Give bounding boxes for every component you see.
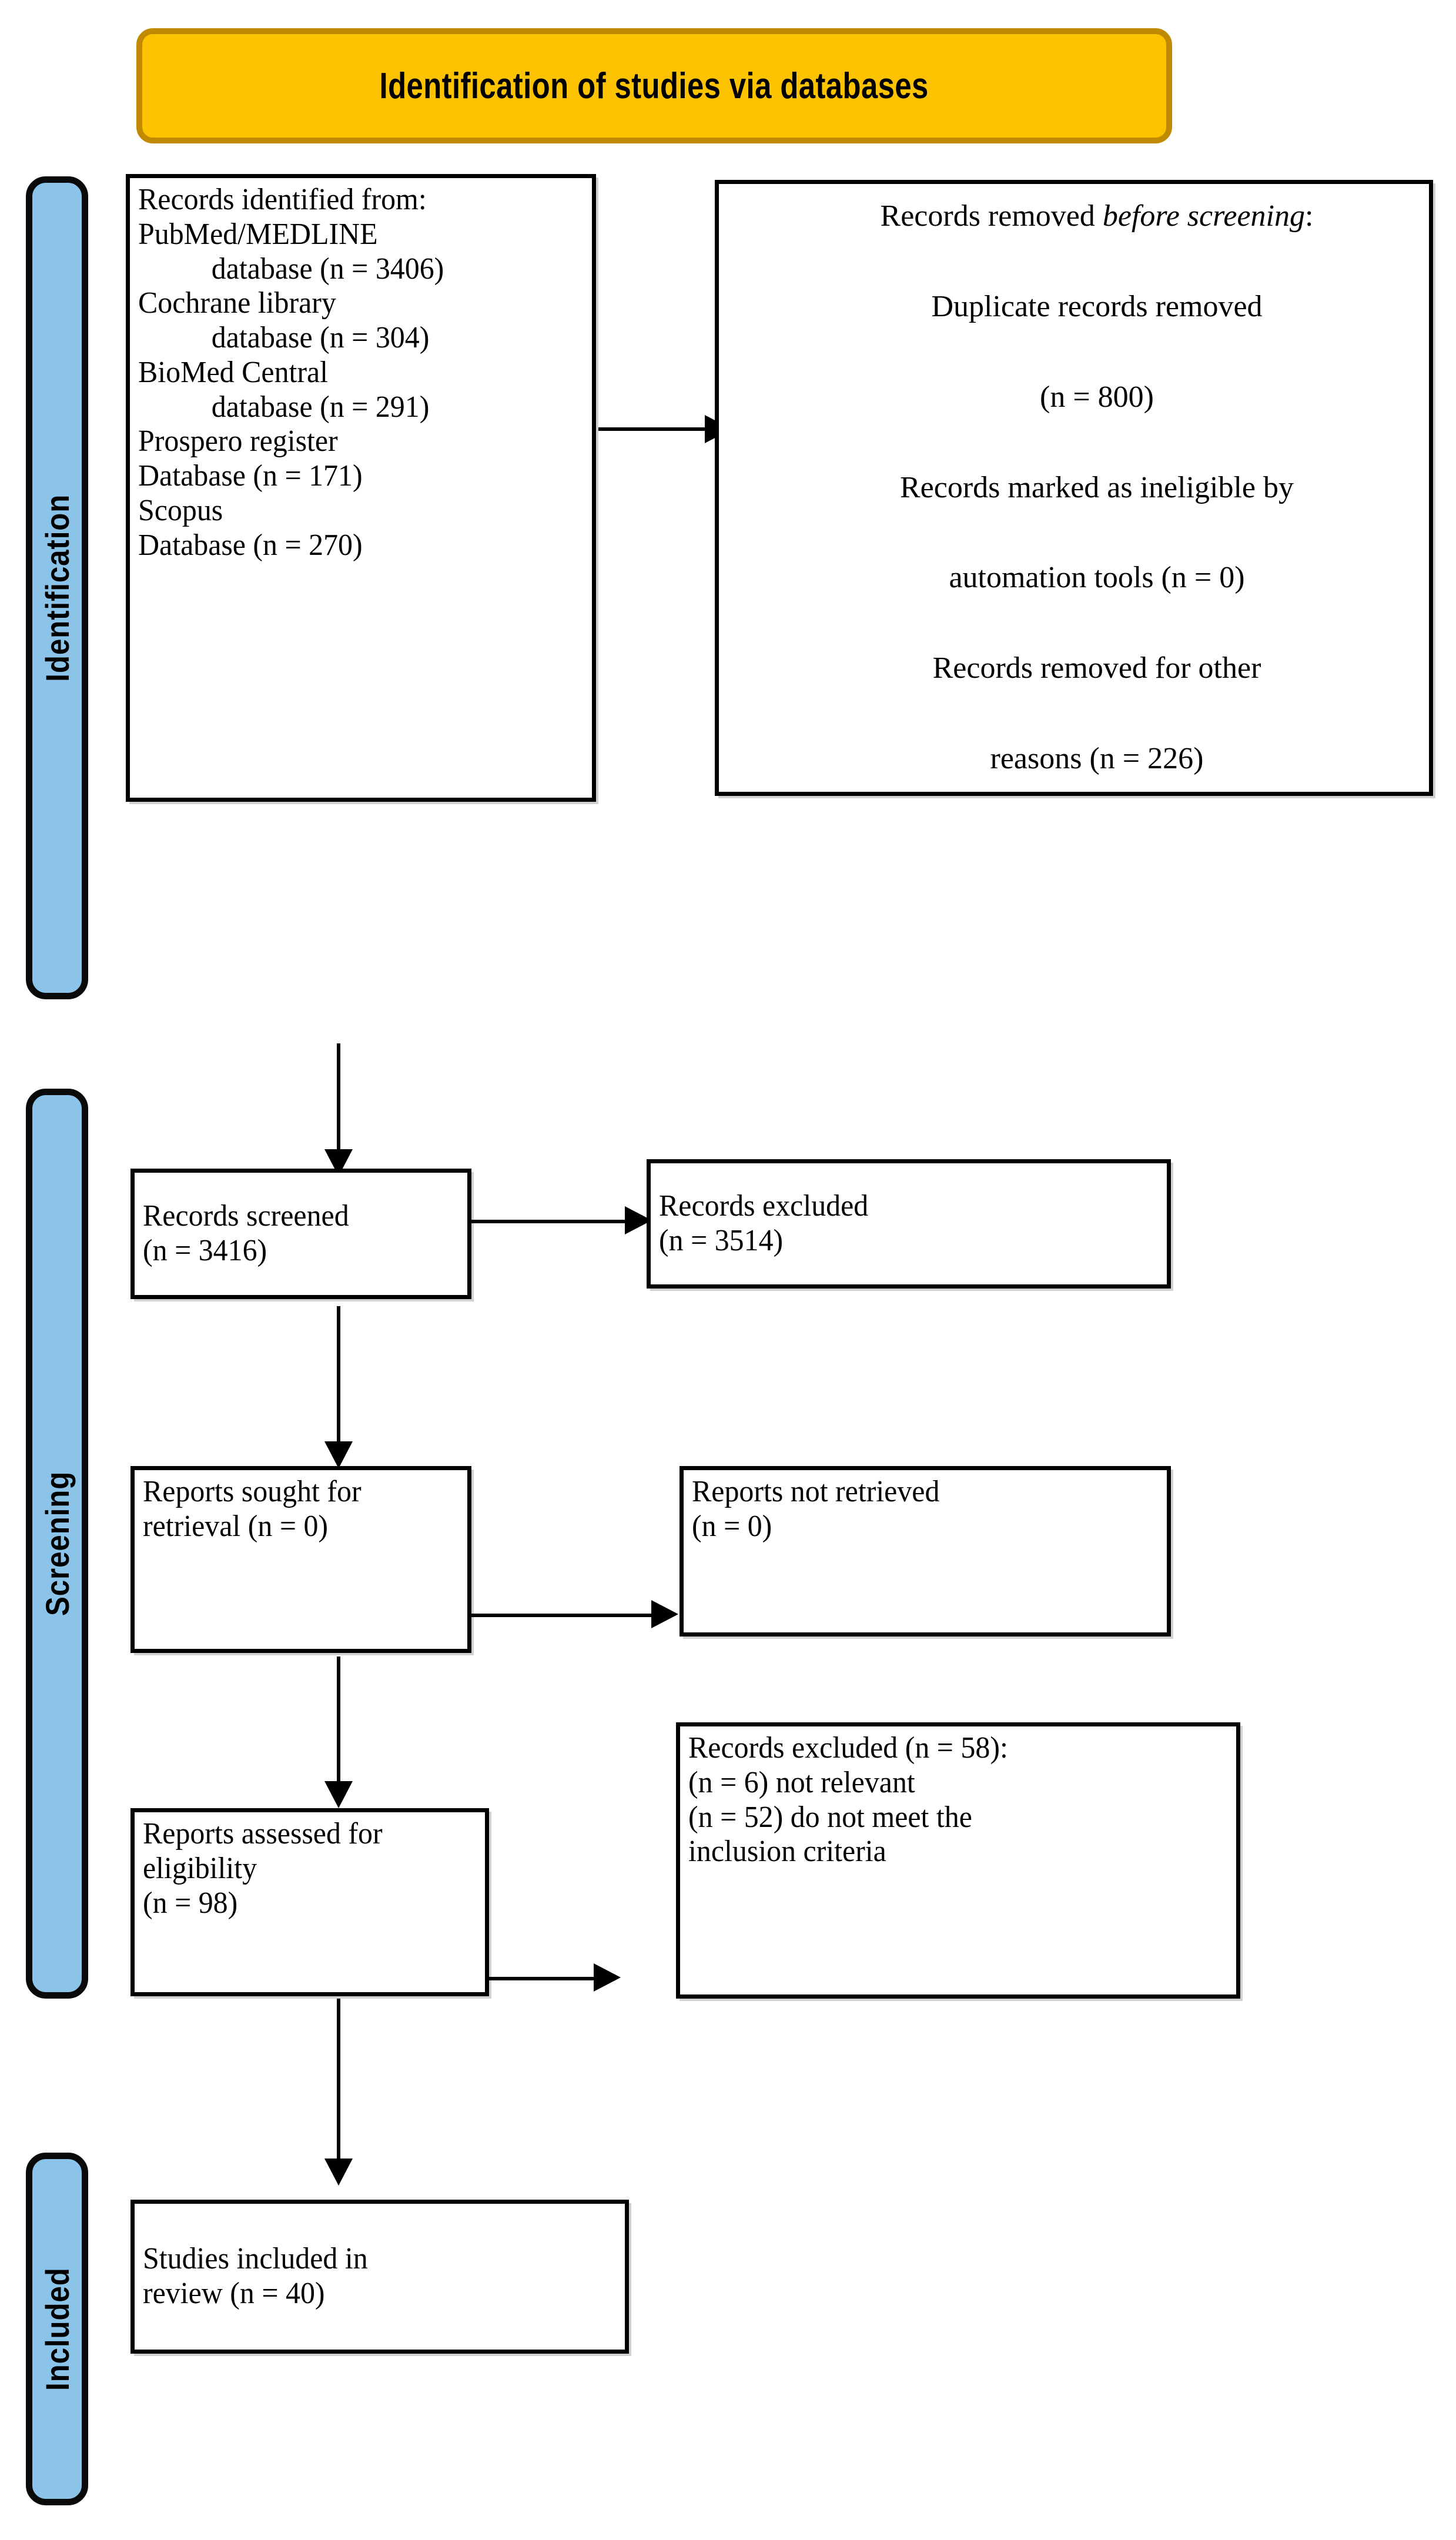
records-removed-line2: Duplicate records removed xyxy=(931,289,1263,323)
box-reports-not-retrieved-text: Reports not retrieved (n = 0) xyxy=(692,1475,940,1543)
box-records-excluded-eligibility-text: Records excluded (n = 58): (n = 6) not r… xyxy=(688,1731,1008,1869)
side-label-included: Included xyxy=(26,2153,88,2505)
side-label-included-text: Included xyxy=(38,2267,76,2391)
connector-screened-to-sought xyxy=(337,1306,340,1453)
connector-screened-to-excluded-b xyxy=(523,1220,629,1223)
box-reports-sought-text: Reports sought for retrieval (n = 0) xyxy=(143,1475,362,1543)
box-records-removed-before-screening: Records removed before screening: Duplic… xyxy=(715,180,1433,796)
phase-banner-identification-via-databases: Identification of studies via databases xyxy=(136,28,1172,143)
connector-sought-to-not-retrieved xyxy=(469,1614,663,1617)
box-records-identified: Records identified from: PubMed/MEDLINE … xyxy=(126,174,596,802)
arrow-assessed-to-included xyxy=(324,2159,353,2186)
connector-assessed-to-included xyxy=(337,1999,340,2175)
connector-assessed-to-excluded-eligibility xyxy=(487,1977,598,1980)
side-label-screening: Screening xyxy=(26,1089,88,1999)
box-records-identified-text: Records identified from: PubMed/MEDLINE … xyxy=(138,183,444,562)
records-removed-line1-italic: before screening xyxy=(1102,199,1306,233)
box-reports-not-retrieved: Reports not retrieved (n = 0) xyxy=(680,1466,1171,1637)
box-records-screened-text: Records screened (n = 3416) xyxy=(143,1199,349,1267)
arrow-assessed-to-excluded-eligibility xyxy=(594,1963,621,1992)
records-removed-line1-pre: Records removed xyxy=(880,199,1103,233)
arrow-sought-to-assessed xyxy=(324,1781,353,1808)
box-records-removed-text: Records removed before screening: Duplic… xyxy=(835,149,1314,827)
connector-identified-to-removed xyxy=(598,427,710,431)
box-studies-included-in-review: Studies included in review (n = 40) xyxy=(130,2200,629,2354)
connector-screened-to-excluded xyxy=(469,1220,528,1223)
arrow-sought-to-not-retrieved xyxy=(651,1600,678,1628)
records-removed-line7: reasons (n = 226) xyxy=(990,742,1204,776)
records-removed-line3: (n = 800) xyxy=(1040,380,1154,414)
box-records-excluded-screening: Records excluded (n = 3514) xyxy=(647,1159,1171,1289)
box-studies-included-text: Studies included in review (n = 40) xyxy=(143,2242,368,2310)
box-records-excluded-screening-text: Records excluded (n = 3514) xyxy=(659,1189,869,1257)
records-removed-line1-post: : xyxy=(1305,199,1314,233)
records-removed-line5: automation tools (n = 0) xyxy=(949,561,1245,595)
box-reports-assessed-for-eligibility: Reports assessed for eligibility (n = 98… xyxy=(130,1808,489,1996)
connector-identified-to-screened xyxy=(337,1043,340,1161)
side-label-identification: Identification xyxy=(26,176,88,999)
records-removed-line4: Records marked as ineligible by xyxy=(899,470,1294,504)
box-records-excluded-eligibility: Records excluded (n = 58): (n = 6) not r… xyxy=(676,1722,1240,1999)
box-reports-sought-for-retrieval: Reports sought for retrieval (n = 0) xyxy=(130,1466,471,1653)
side-label-identification-text: Identification xyxy=(38,494,76,682)
connector-sought-to-assessed xyxy=(337,1656,340,1798)
arrow-screened-to-sought xyxy=(324,1441,353,1468)
box-records-screened: Records screened (n = 3416) xyxy=(130,1169,471,1299)
box-reports-assessed-text: Reports assessed for eligibility (n = 98… xyxy=(143,1817,383,1920)
phase-banner-label: Identification of studies via databases xyxy=(379,65,929,106)
records-removed-line6: Records removed for other xyxy=(932,651,1261,685)
side-label-screening-text: Screening xyxy=(38,1471,76,1617)
